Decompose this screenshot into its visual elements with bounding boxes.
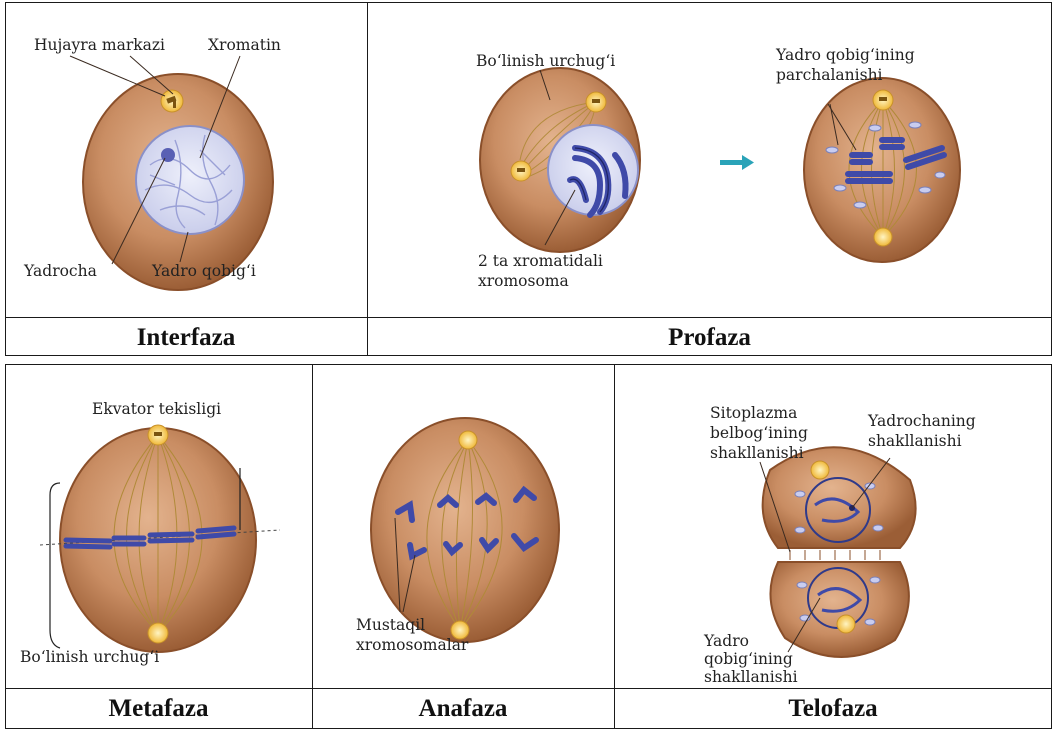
label-chromosome-2: xromosoma — [478, 272, 569, 291]
arrow-right-icon — [720, 155, 754, 170]
centrosome-icon — [459, 431, 477, 449]
label-free-chromosomes-2: xromosomalar — [356, 636, 468, 655]
label-nucleolus-forming-1: Yadrochaning — [868, 412, 976, 431]
label-chromatin: Xromatin — [208, 36, 281, 55]
anaphase-cell — [371, 418, 559, 642]
centrosome-icon — [148, 623, 168, 643]
centrosome-icon — [511, 161, 531, 181]
centrosome-icon — [811, 461, 829, 479]
centrosome-icon — [586, 92, 606, 112]
label-envelope-breakdown-2: parchalanishi — [776, 66, 883, 85]
label-chromosome-1: 2 ta xromatidali — [478, 252, 603, 271]
label-furrow-1: Sitoplazma — [710, 404, 797, 423]
label-nucleolus: Yadrocha — [24, 262, 97, 281]
label-envelope-forming-2: qobig‘ining — [704, 650, 793, 669]
centrosome-icon — [148, 425, 168, 445]
label-nuclear-envelope: Yadro qobig‘i — [152, 262, 256, 281]
label-spindle: Bo‘linish urchug‘i — [476, 52, 615, 71]
label-envelope-forming-1: Yadro — [704, 632, 749, 651]
interphase-cell — [70, 56, 273, 290]
label-cell-center: Hujayra markazi — [34, 36, 165, 55]
metaphase-cell — [40, 425, 280, 652]
label-furrow-3: shakllanishi — [710, 444, 804, 463]
label-envelope-breakdown-1: Yadro qobig‘ining — [776, 46, 915, 65]
telophase-cell — [760, 447, 916, 657]
label-equator: Ekvator tekisligi — [92, 400, 221, 419]
centrosome-icon — [873, 90, 893, 110]
label-spindle-metaphase: Bo‘linish urchug‘i — [20, 648, 159, 667]
label-envelope-forming-3: shakllanishi — [704, 668, 798, 687]
prophase-cell-2 — [804, 78, 960, 262]
centrosome-icon — [874, 228, 892, 246]
prophase-cell-1 — [480, 68, 640, 252]
label-nucleolus-forming-2: shakllanishi — [868, 432, 962, 451]
label-free-chromosomes-1: Mustaqil — [356, 616, 425, 635]
label-furrow-2: belbog‘ining — [710, 424, 808, 443]
centrosome-icon — [837, 615, 855, 633]
